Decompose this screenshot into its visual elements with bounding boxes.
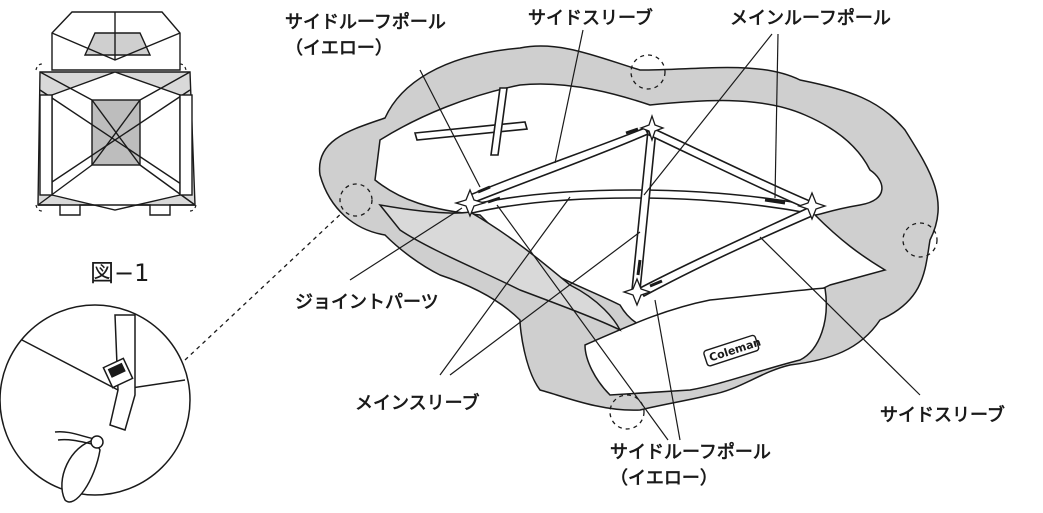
- pole-end-caps: [477, 127, 786, 288]
- tent-corner-markers: [35, 63, 197, 212]
- label-joint-parts: ジョイントパーツ: [295, 292, 439, 313]
- tent-roof-diag-b: [91, 99, 141, 166]
- detail-buckle-inner: [107, 362, 126, 378]
- leader-main-sleeve-a: [439, 196, 571, 376]
- buckle-marker-bottom: [609, 394, 645, 430]
- leader-main-roof-pole-b: [774, 33, 779, 199]
- label-side-roof-pole-top-line1: サイドルーフポール: [285, 12, 446, 33]
- tent-spoke-4: [139, 164, 196, 206]
- label-side-roof-pole-top-line2: （イエロー）: [285, 38, 393, 59]
- detail-leader-line: [184, 209, 346, 361]
- label-main-roof-pole: メインルーフポール: [730, 8, 891, 29]
- leader-side-roof-pole-bottom-b: [496, 204, 669, 441]
- cap-3: [625, 127, 639, 135]
- poles: [413, 87, 814, 298]
- cap-4: [764, 198, 786, 205]
- joint-parts: [453, 113, 828, 307]
- corner-marker-tr: [179, 63, 187, 71]
- buckle-location-markers: [339, 54, 938, 430]
- buckle-marker-left: [339, 183, 373, 217]
- tent-spoke-3: [37, 164, 93, 206]
- tent-left-wall: [39, 94, 53, 196]
- figure-label: 図−1: [90, 259, 150, 287]
- detail-fabric-seam-a: [21, 339, 119, 391]
- detail-knot: [90, 435, 104, 449]
- buckle-detail: [0, 304, 191, 503]
- label-side-roof-pole-bottom-line2: （イエロー）: [610, 468, 718, 489]
- leader-main-roof-pole-a: [643, 33, 773, 196]
- leader-side-sleeve-right: [759, 236, 921, 396]
- buckle-marker-right: [902, 222, 938, 258]
- joint-left: [453, 188, 487, 218]
- roof-front-panel: [584, 287, 827, 396]
- leader-lines: [349, 29, 921, 441]
- tent-spoke-2: [139, 71, 191, 101]
- tent-base: [38, 204, 195, 216]
- coleman-logo-frame: [703, 334, 760, 367]
- label-side-sleeve-right: サイドスリーブ: [880, 405, 1005, 426]
- corner-marker-br: [189, 204, 197, 212]
- label-side-roof-pole-bottom-line1: サイドルーフポール: [610, 442, 771, 463]
- tent-spoke-6: [39, 89, 191, 191]
- leader-side-roof-pole-bottom-a: [654, 299, 681, 441]
- joint-right: [796, 191, 828, 221]
- tent-right-wall: [179, 94, 193, 196]
- label-side-sleeve-top: サイドスリーブ: [528, 8, 653, 29]
- corner-marker-tl: [35, 63, 43, 71]
- label-main-sleeve: メインスリーブ: [355, 393, 480, 414]
- tent-back-inner-shade: [83, 32, 152, 56]
- joint-top: [639, 113, 665, 143]
- cap-6: [649, 279, 663, 288]
- joint-bottom: [621, 277, 653, 307]
- corner-marker-bl: [35, 204, 43, 212]
- cap-2: [487, 196, 501, 204]
- leader-side-roof-pole-top: [419, 69, 481, 188]
- buckle-marker-top: [630, 54, 666, 90]
- leader-main-sleeve-b: [449, 231, 641, 376]
- leader-side-sleeve-top: [554, 29, 584, 164]
- cap-1: [477, 185, 491, 194]
- tent-spoke-1: [39, 71, 93, 101]
- cap-5: [636, 259, 642, 276]
- roof-fabric: [318, 45, 939, 411]
- loose-pole-vertical: [490, 87, 508, 156]
- leader-joint-parts: [349, 207, 463, 281]
- tent-top-view-figure: [37, 11, 196, 216]
- detail-loop: [61, 439, 101, 503]
